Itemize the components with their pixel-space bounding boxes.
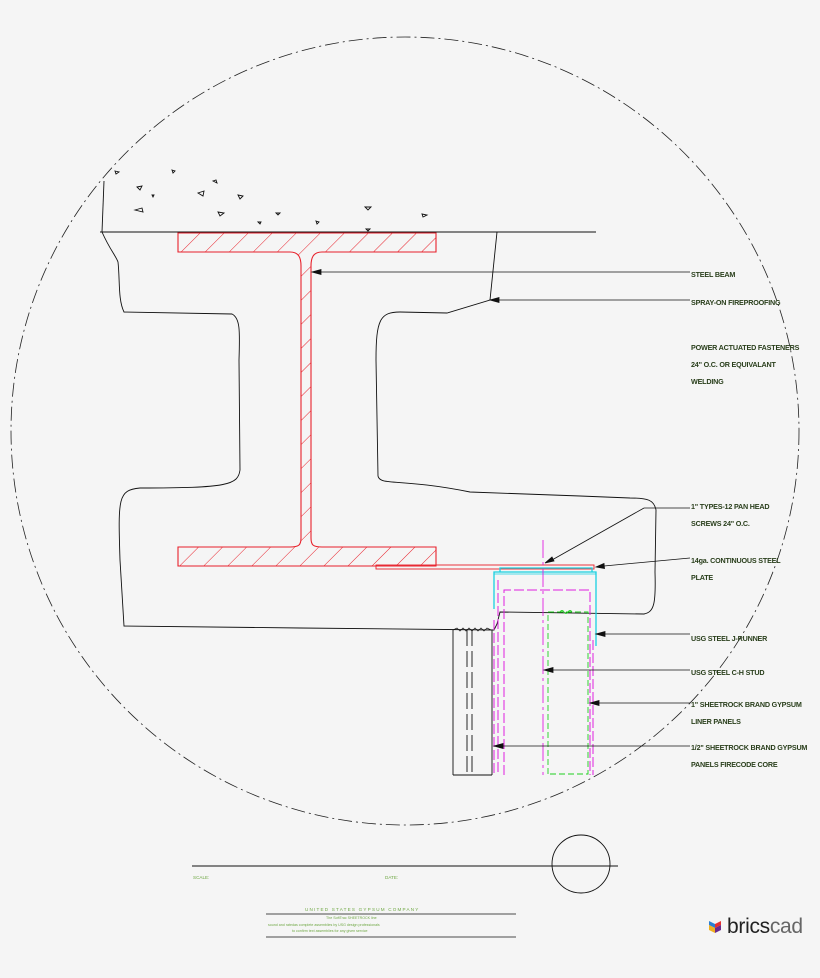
concrete-slab	[100, 169, 596, 233]
title-note-2: sound and ratedas complete assemblies by…	[268, 923, 380, 927]
scale-label: SCALE:	[193, 875, 209, 880]
title-note-3: to confirm text assemblies for any given…	[292, 929, 368, 933]
leader-lines	[310, 268, 691, 750]
c-h-stud	[493, 580, 594, 775]
bricscad-logo: bricscad	[707, 914, 803, 940]
j-runner	[493, 567, 597, 646]
label-power-fasteners-1: POWER ACTUATED FASTENERS	[691, 343, 800, 352]
label-panels-2: PANELS FIRECODE CORE	[691, 760, 778, 769]
title-block: SCALE: DATE: UNITED STATES GYPSUM COMPAN…	[192, 834, 618, 938]
label-spray-on-fireproofing: SPRAY-ON FIREPROOFING	[691, 298, 781, 307]
label-panels-1: 1/2" SHEETROCK BRAND GYPSUM	[691, 743, 807, 752]
label-plate-2: PLATE	[691, 573, 713, 582]
label-plate-1: 14ga. CONTINUOUS STEEL	[691, 556, 781, 565]
logo-text-brics: brics	[727, 915, 770, 938]
detail-number-circle	[551, 834, 611, 894]
label-power-fasteners-2: 24" O.C. OR EQUIVALANT	[691, 360, 777, 369]
date-label: DATE:	[385, 875, 398, 880]
company-name: UNITED STATES GYPSUM COMPANY	[305, 907, 420, 912]
label-screws-2: SCREWS 24" O.C.	[691, 519, 750, 528]
bricscad-logo-icon	[709, 921, 721, 933]
spray-fireproofing-outline	[101, 231, 657, 631]
label-screws-1: 1" TYPES-12 PAN HEAD	[691, 502, 769, 511]
gypsum-panels	[452, 627, 493, 776]
label-power-fasteners-3: WELDING	[691, 377, 724, 386]
label-liner-1: 1" SHEETROCK BRAND GYPSUM	[691, 700, 802, 709]
title-note-1: The SoftTrac SHEETROCK line	[326, 916, 377, 920]
callout-labels: STEEL BEAM SPRAY-ON FIREPROOFING POWER A…	[691, 270, 808, 769]
liner-panel	[547, 610, 589, 775]
logo-text-cad: cad	[769, 915, 803, 938]
label-c-h-stud: USG STEEL C-H STUD	[691, 668, 764, 677]
detail-boundary-circle	[10, 36, 800, 826]
steel-beam	[177, 232, 437, 567]
steel-plate	[375, 564, 595, 570]
label-steel-beam: STEEL BEAM	[691, 270, 735, 279]
label-j-runner: USG STEEL J-RUNNER	[691, 634, 768, 643]
label-liner-2: LINER PANELS	[691, 717, 741, 726]
